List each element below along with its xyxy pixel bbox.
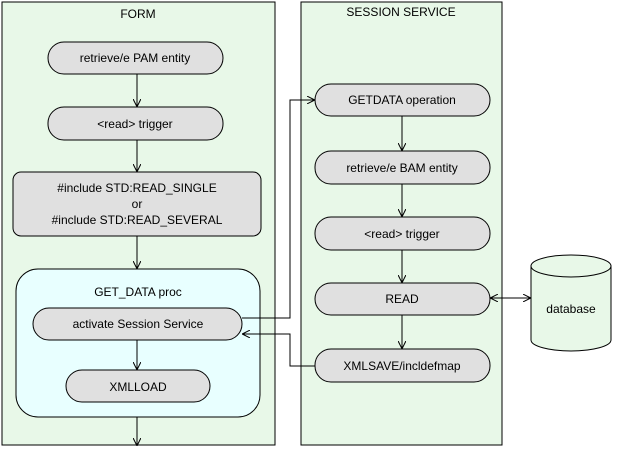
node-xmlload-label: XMLLOAD	[109, 380, 167, 394]
include-single-label: #include STD:READ_SINGLE	[57, 181, 216, 195]
get-data-proc-title: GET_DATA proc	[94, 285, 182, 299]
session-lane-title: SESSION SERVICE	[346, 5, 455, 19]
node-retrieve-bam-label: retrieve/e BAM entity	[346, 161, 457, 175]
node-getdata-operation: GETDATA operation	[314, 83, 491, 117]
node-form-read-trigger: <read> trigger	[47, 106, 224, 141]
node-xmlsave-label: XMLSAVE/incldefmap	[343, 359, 460, 373]
node-xmlsave: XMLSAVE/incldefmap	[314, 348, 491, 383]
node-include: #include STD:READ_SINGLE or #include STD…	[12, 171, 262, 237]
node-retrieve-bam: retrieve/e BAM entity	[314, 150, 491, 185]
include-or-label: or	[132, 197, 143, 211]
node-session-read-trigger-label: <read> trigger	[364, 227, 439, 241]
node-xmlload: XMLLOAD	[65, 369, 211, 403]
node-activate-label: activate Session Service	[73, 317, 204, 331]
node-form-read-trigger-label: <read> trigger	[97, 117, 172, 131]
connectors	[137, 74, 530, 445]
form-lane-title: FORM	[120, 7, 155, 21]
node-read: READ	[314, 282, 491, 316]
node-session-read-trigger: <read> trigger	[314, 216, 491, 251]
database-label: database	[546, 302, 596, 316]
node-activate-session-service: activate Session Service	[32, 307, 243, 341]
node-retrieve-pam-label: retrieve/e PAM entity	[80, 51, 190, 65]
arrow-xmlsave-to-activate	[243, 334, 315, 367]
node-retrieve-pam: retrieve/e PAM entity	[47, 41, 224, 75]
node-getdata-label: GETDATA operation	[348, 93, 456, 107]
database-icon: database	[530, 254, 612, 352]
node-read-label: READ	[385, 292, 419, 306]
arrow-activate-to-getdata	[242, 100, 314, 319]
include-several-label: #include STD:READ_SEVERAL	[52, 213, 223, 227]
